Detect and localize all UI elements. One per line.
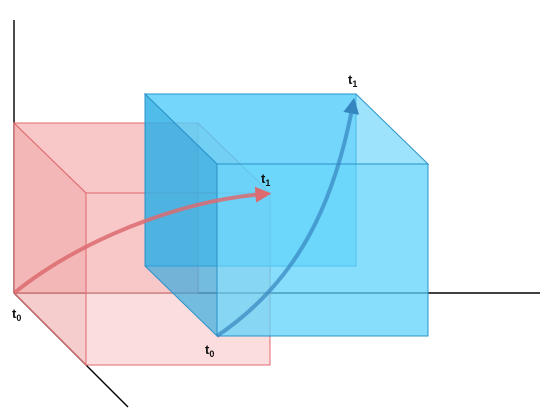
- blue-cube: [143, 92, 430, 338]
- label-pink-end: t1: [261, 171, 270, 188]
- label-blue-end: t1: [348, 72, 357, 89]
- label-blue-start: t0: [205, 342, 214, 359]
- label-pink-start: t0: [12, 306, 21, 323]
- blue-trajectory-arrow: [215, 97, 360, 338]
- pink-trajectory-arrow: [12, 186, 272, 295]
